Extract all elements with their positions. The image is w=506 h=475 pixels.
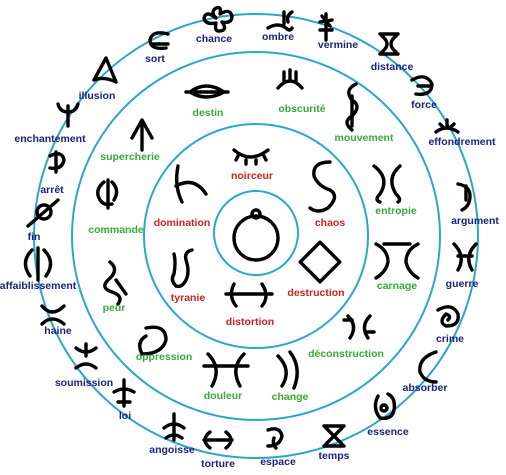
change-glyph — [276, 350, 299, 390]
noirceur-glyph — [232, 148, 270, 166]
label-loi: loi — [119, 410, 131, 422]
label-fin: fin — [28, 231, 41, 243]
label-temps: temps — [319, 450, 350, 462]
destin-glyph — [184, 84, 230, 99]
label-peur: peur — [103, 302, 126, 314]
label-carnage: carnage — [377, 280, 417, 292]
label-destin: destin — [193, 107, 224, 119]
tyranie-glyph — [170, 248, 194, 289]
sort-glyph — [148, 31, 170, 51]
domination-glyph — [174, 164, 208, 204]
label-chaos: chaos — [315, 217, 346, 229]
chaos-glyph — [308, 160, 337, 213]
essence-glyph — [373, 392, 397, 421]
label-affaiblissement: affaiblissement — [0, 280, 77, 292]
torture-glyph — [202, 430, 234, 450]
inner-ring — [143, 123, 369, 349]
crime-glyph — [436, 305, 460, 328]
label-haine: haine — [44, 325, 72, 337]
label-argument: argument — [451, 215, 499, 227]
center-ring-glyph — [232, 208, 280, 262]
label-angoisse: angoisse — [149, 444, 195, 456]
soumission-glyph — [74, 342, 98, 370]
label-espace: espace — [260, 456, 296, 468]
label-effondrement: effondrement — [428, 136, 496, 148]
label-soumission: soumission — [55, 377, 113, 389]
destruction-glyph — [298, 240, 342, 284]
loi-glyph — [112, 378, 136, 408]
label-domination: domination — [154, 217, 211, 229]
label-crime: crime — [436, 333, 464, 345]
label-entropie: entropie — [375, 205, 417, 217]
absorber-glyph — [418, 350, 438, 384]
label-oppression: oppression — [136, 351, 193, 363]
peur-glyph — [103, 260, 128, 306]
label-guerre: guerre — [446, 278, 479, 290]
arret-glyph — [48, 150, 66, 174]
label-ombre: ombre — [262, 31, 294, 43]
middle-ring — [71, 51, 441, 421]
argument-glyph — [456, 182, 472, 212]
label-distortion: distortion — [226, 316, 274, 328]
chance-glyph — [202, 5, 234, 33]
label-arret: arrêt — [40, 184, 64, 196]
temps-glyph — [322, 424, 346, 448]
label-change: change — [272, 391, 309, 403]
label-noirceur: noirceur — [231, 170, 273, 182]
douleur-glyph — [202, 352, 250, 388]
enchantement-glyph — [56, 102, 80, 128]
deconstruction-glyph — [342, 314, 376, 340]
label-sort: sort — [145, 53, 165, 65]
label-force: force — [411, 99, 437, 111]
label-douleur: douleur — [204, 390, 243, 402]
carnage-glyph — [374, 242, 420, 280]
angoisse-glyph — [162, 412, 186, 442]
fin-glyph — [26, 198, 60, 228]
espace-glyph — [266, 427, 284, 450]
label-obscurite: obscurité — [278, 103, 325, 115]
label-mouvement: mouvement — [335, 132, 394, 144]
label-tyranie: tyranie — [171, 292, 206, 304]
label-essence: essence — [367, 426, 409, 438]
label-destruction: destruction — [287, 287, 344, 299]
label-supercherie: supercherie — [100, 151, 160, 163]
distance-glyph — [378, 32, 400, 56]
entropie-glyph — [372, 164, 402, 204]
supercherie-glyph — [130, 118, 154, 152]
core-ring — [213, 190, 299, 276]
obscurite-glyph — [276, 68, 304, 90]
illusion-glyph — [92, 56, 118, 84]
label-torture: torture — [201, 458, 235, 470]
label-illusion: illusion — [79, 90, 116, 102]
label-enchantement: enchantement — [14, 133, 86, 145]
effondrement-glyph — [434, 118, 460, 134]
distortion-glyph — [224, 282, 274, 308]
mouvement-glyph — [345, 82, 359, 132]
commande-glyph — [96, 178, 119, 210]
oppression-glyph — [138, 325, 168, 356]
outer-ring — [33, 13, 479, 459]
ombre-glyph — [266, 10, 294, 32]
guerre-glyph — [452, 242, 478, 272]
label-commande: commande — [88, 224, 144, 236]
label-deconstruction: déconstruction — [308, 348, 384, 360]
force-glyph — [410, 75, 434, 96]
haine-glyph — [40, 304, 66, 326]
vermine-glyph — [318, 12, 334, 42]
label-chance: chance — [196, 33, 232, 45]
affaiblissement-glyph — [23, 246, 53, 282]
label-absorber: absorber — [403, 382, 448, 394]
label-vermine: vermine — [318, 39, 358, 51]
label-distance: distance — [371, 61, 414, 73]
